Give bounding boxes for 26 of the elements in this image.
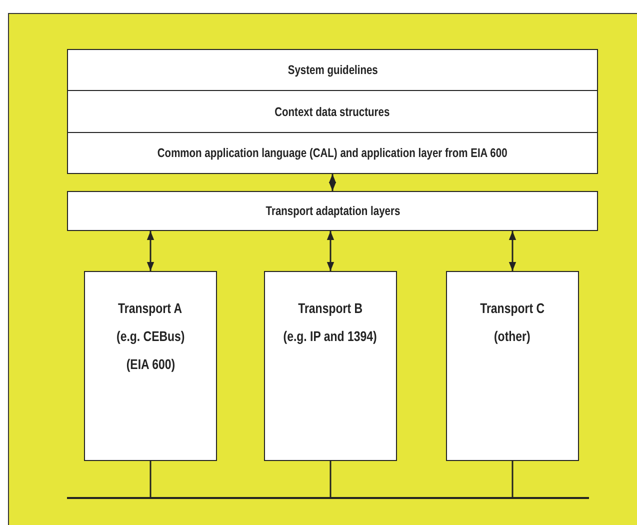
double-arrow	[328, 174, 336, 191]
transport-box	[264, 271, 397, 461]
box-label: Context data structures	[274, 104, 390, 118]
box-label: System guidelines	[288, 63, 378, 77]
box-label: Transport C	[480, 300, 545, 316]
layer-box	[67, 132, 598, 174]
connector-line	[330, 461, 332, 497]
bus-line	[67, 497, 589, 499]
double-arrow	[326, 231, 334, 271]
layer-box	[67, 90, 598, 133]
double-arrow	[508, 231, 516, 271]
box-label: (EIA 600)	[126, 356, 175, 372]
connector-line	[512, 461, 514, 497]
transport-box	[84, 271, 217, 461]
transport-box	[446, 271, 579, 461]
box-label: Transport A	[118, 300, 182, 316]
box-label: Transport B	[298, 300, 363, 316]
layer-box	[67, 49, 598, 91]
box-label: (e.g. CEBus)	[116, 328, 185, 344]
box-label: (e.g. IP and 1394)	[284, 328, 378, 344]
layer-box	[67, 191, 598, 231]
connector-line	[150, 461, 152, 497]
box-label: Transport adaptation layers	[265, 204, 400, 218]
box-label: Common application language (CAL) and application layer from EIA 600	[158, 146, 508, 160]
double-arrow	[146, 231, 154, 271]
box-label: (other)	[494, 328, 531, 344]
